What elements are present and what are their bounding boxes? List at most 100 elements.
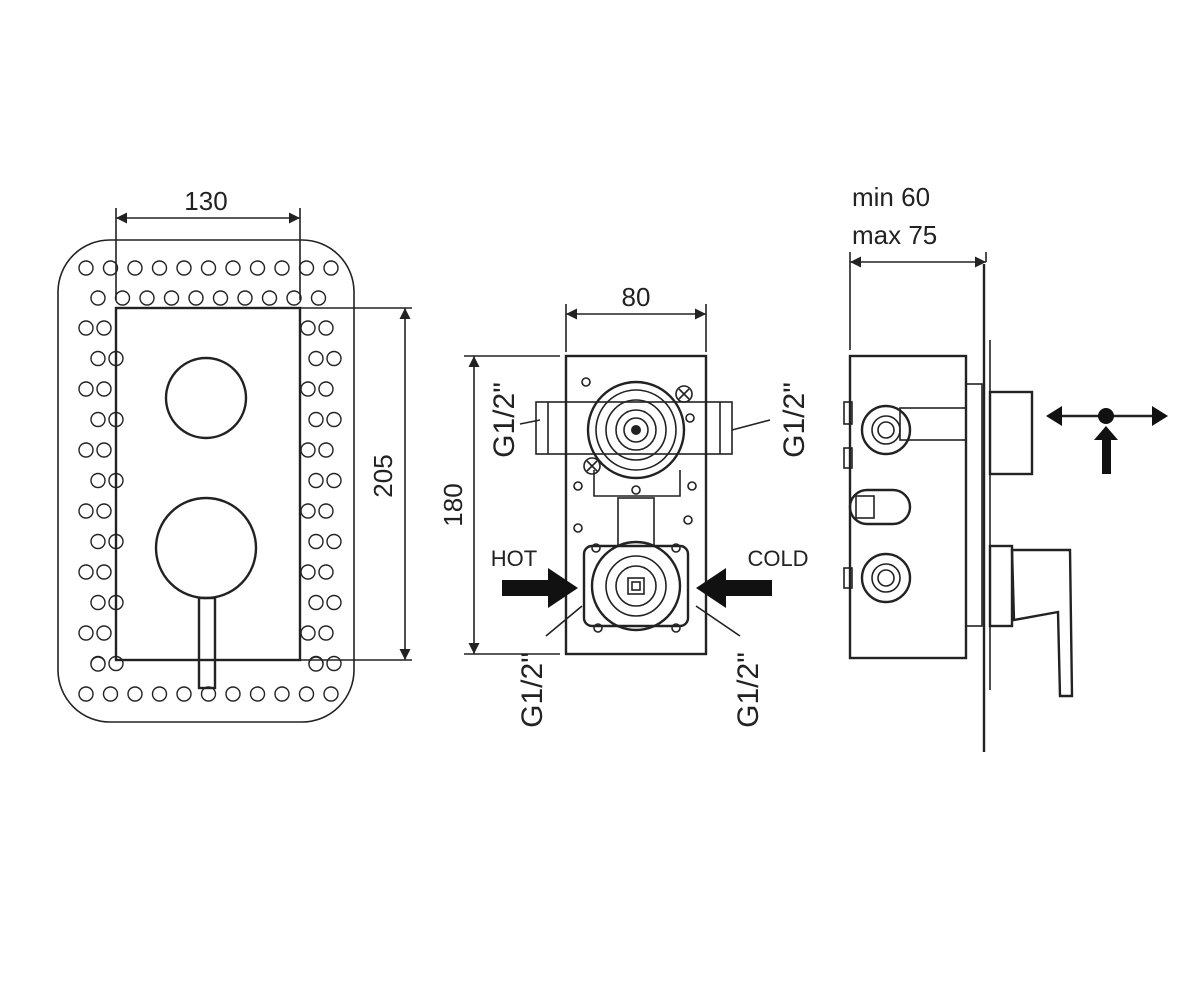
mounting-hole: [163, 290, 180, 306]
mounting-hole: [300, 625, 316, 641]
thread-label-top-left: G1/2": [488, 382, 521, 458]
mounting-hole: [326, 472, 342, 489]
mounting-hole: [96, 381, 112, 397]
mounting-hole: [78, 564, 94, 580]
thread-label-top-right: G1/2": [778, 382, 811, 458]
mounting-hole: [90, 350, 106, 367]
cover-plate-outline: [57, 239, 355, 723]
mounting-hole: [308, 411, 324, 428]
mounting-hole: [90, 472, 106, 489]
mounting-hole: [323, 686, 339, 702]
mounting-hole: [78, 686, 94, 702]
body-height-dimension: 180: [438, 355, 560, 655]
mounting-hole: [90, 594, 106, 611]
mounting-hole: [90, 290, 106, 306]
diverter-stub: [988, 390, 1034, 476]
mounting-hole: [300, 503, 316, 519]
mounting-hole: [286, 290, 302, 306]
mounting-hole: [176, 260, 192, 276]
side-view: min 60 max 75: [843, 182, 1168, 752]
mounting-hole: [308, 472, 324, 489]
mounting-hole: [78, 625, 94, 641]
upper-valve-outer: [586, 380, 686, 480]
mounting-hole: [300, 442, 316, 458]
width-label: 130: [184, 186, 227, 216]
lower-valve-body: [582, 544, 690, 628]
thread-label-bottom-right: G1/2": [732, 652, 765, 728]
front-view: 130 205: [57, 186, 412, 723]
mounting-hole: [308, 594, 324, 611]
mounting-hole: [326, 655, 342, 672]
height-label: 205: [368, 454, 398, 497]
cold-inlet-arrow: COLD: [696, 546, 809, 608]
mounting-hole: [298, 686, 315, 702]
body-width-dimension: 80: [565, 282, 707, 352]
mounting-hole: [318, 564, 334, 580]
mounting-hole: [176, 686, 192, 702]
mounting-hole: [127, 686, 143, 702]
mounting-hole: [237, 290, 253, 306]
mounting-hole: [90, 656, 106, 672]
hot-inlet-arrow: HOT: [491, 546, 578, 608]
mounting-holes: [78, 260, 342, 702]
screw-heads: [573, 377, 697, 633]
mounting-hole: [308, 533, 324, 550]
mounting-hole: [249, 686, 266, 702]
mounting-hole: [300, 564, 316, 580]
lever-handle-side: [988, 544, 1074, 698]
direction-arrows-icon: [1046, 406, 1168, 474]
mounting-hole: [274, 260, 290, 276]
mounting-hole: [90, 533, 106, 550]
mounting-hole: [90, 411, 106, 428]
cold-label: COLD: [747, 546, 808, 571]
mounting-hole: [318, 381, 334, 397]
mounting-hole: [78, 260, 94, 276]
depth-min-label: min 60: [852, 182, 930, 212]
mixer-lever: [197, 596, 217, 690]
flange: [965, 383, 983, 627]
mounting-hole: [310, 290, 327, 306]
valve-body-side: [848, 354, 968, 660]
mounting-hole: [300, 320, 316, 336]
mounting-hole: [78, 442, 94, 458]
mounting-hole: [151, 686, 168, 702]
mounting-hole: [274, 686, 290, 702]
mounting-hole: [78, 320, 94, 336]
mounting-hole: [188, 290, 204, 306]
mounting-hole: [78, 381, 94, 397]
width-dimension: 130: [115, 186, 301, 300]
mounting-hole: [318, 625, 334, 641]
mounting-hole: [326, 533, 342, 550]
mounting-hole: [318, 320, 334, 336]
mounting-hole: [78, 503, 94, 519]
mounting-hole: [261, 290, 278, 306]
mounting-hole: [308, 656, 324, 672]
connecting-channel: [617, 497, 655, 547]
mounting-hole: [96, 503, 112, 519]
mounting-hole: [200, 260, 217, 276]
mounting-hole: [300, 381, 316, 397]
body-width-label: 80: [622, 282, 651, 312]
mounting-hole: [318, 442, 334, 458]
depth-max-label: max 75: [852, 220, 937, 250]
mounting-hole: [102, 260, 119, 276]
mounting-hole: [326, 350, 342, 367]
mounting-hole: [225, 260, 241, 276]
body-view: HOT COLD G1/2" G1/2" G1/2" G1/2" 80 180: [438, 282, 811, 728]
mounting-hole: [114, 290, 131, 306]
mounting-hole: [96, 625, 112, 641]
depth-dimension: min 60 max 75: [849, 182, 987, 350]
mounting-hole: [326, 594, 342, 611]
mounting-hole: [127, 260, 143, 276]
mounting-hole: [96, 564, 112, 580]
cover-plate: [114, 306, 302, 662]
mixer-knob: [154, 496, 258, 600]
mounting-hole: [326, 411, 342, 428]
mounting-hole: [298, 260, 315, 276]
mounting-hole: [249, 260, 266, 276]
mounting-hole: [96, 320, 112, 336]
body-height-label: 180: [438, 483, 468, 526]
mounting-hole: [139, 290, 155, 306]
mounting-hole: [323, 260, 339, 276]
